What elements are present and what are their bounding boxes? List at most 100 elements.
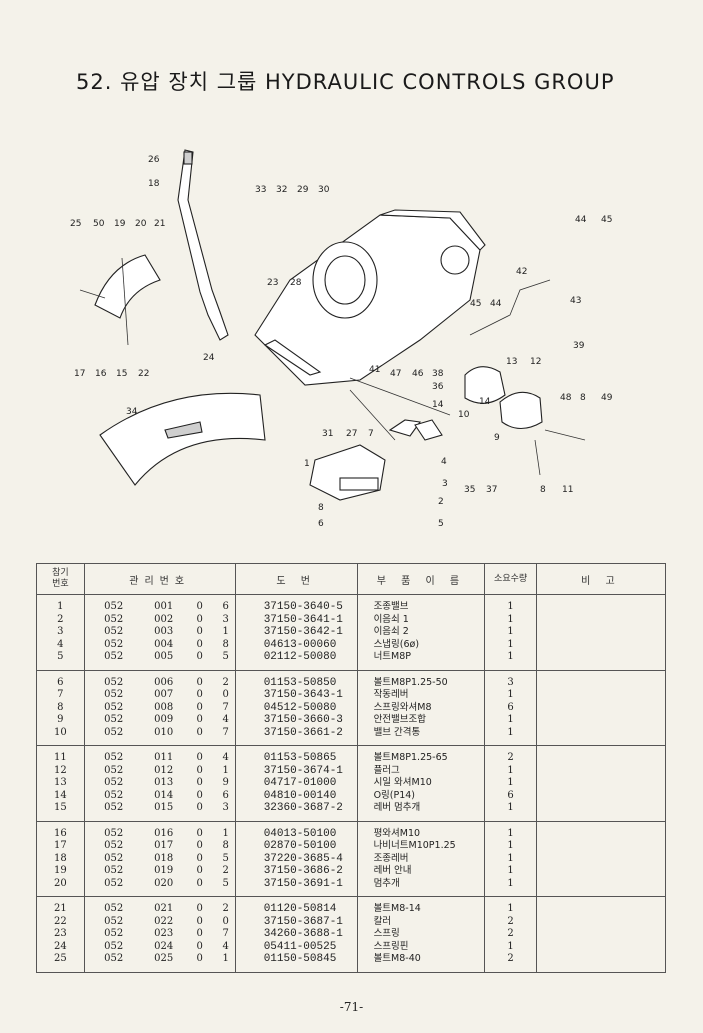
svg-text:42: 42	[516, 267, 527, 277]
management-number-part: 0	[196, 903, 203, 914]
part-name: 작동레버	[356, 689, 486, 702]
management-number-part: 052	[104, 638, 124, 650]
drawing-number: 04717-01000	[234, 777, 358, 790]
drawing-number: 04512-50080	[234, 701, 358, 714]
drawing-number: 32360-3687-2	[234, 802, 358, 822]
remarks	[535, 651, 667, 671]
svg-text:6: 6	[318, 519, 324, 529]
management-number-part: 0	[196, 764, 203, 776]
part-name: 볼트M8-40	[356, 953, 486, 973]
management-number-part: 2	[222, 903, 229, 914]
management-number-part: 0	[196, 840, 203, 851]
svg-text:20: 20	[135, 219, 147, 229]
drawing-number: 37150-3640-5	[234, 594, 358, 614]
management-number-part: 5	[222, 651, 229, 662]
quantity: 1	[484, 940, 537, 953]
ref-number: 18	[36, 852, 85, 865]
svg-text:46: 46	[412, 369, 424, 379]
svg-text:39: 39	[573, 341, 585, 351]
svg-text:35: 35	[464, 485, 475, 495]
svg-text:13: 13	[506, 357, 517, 367]
remarks	[535, 764, 667, 777]
remarks	[535, 777, 667, 790]
header-remarks: 비 고	[535, 563, 667, 595]
management-number-part: 052	[104, 626, 124, 637]
part-name: 플러그	[356, 764, 486, 777]
part-name: 이음쇠 2	[356, 626, 486, 639]
management-number-part: 052	[104, 676, 124, 688]
ref-number: 2	[36, 613, 85, 626]
svg-text:10: 10	[458, 410, 470, 420]
management-number-part: 0	[196, 827, 203, 839]
svg-text:45: 45	[470, 299, 481, 309]
quantity: 1	[484, 626, 537, 639]
part-name: 조종밸브	[356, 594, 486, 614]
management-number-part: 052	[104, 827, 124, 839]
drawing-number: 01150-50845	[234, 953, 358, 973]
management-number-part: 024	[154, 940, 174, 952]
svg-text:41: 41	[369, 365, 380, 375]
svg-text:32: 32	[276, 185, 287, 195]
svg-text:33: 33	[255, 185, 266, 195]
management-number-part: 052	[104, 764, 124, 776]
management-number-part: 020	[154, 877, 174, 889]
management-number-part: 1	[222, 827, 229, 839]
management-number-part: 4	[222, 752, 229, 763]
part-name: 시일 와셔M10	[356, 777, 486, 790]
header-management-no: 관리번호	[83, 563, 236, 595]
remarks	[535, 726, 667, 746]
management-number-part: 0	[196, 701, 203, 713]
management-number-part: 8	[222, 638, 229, 650]
svg-text:44: 44	[490, 299, 502, 309]
management-number-part: 0	[196, 689, 203, 700]
management-number-part: 052	[104, 865, 124, 876]
svg-text:48: 48	[560, 393, 572, 403]
remarks	[535, 840, 667, 853]
ref-number: 14	[36, 789, 85, 802]
management-number-part: 7	[222, 726, 229, 738]
svg-text:44: 44	[575, 215, 587, 225]
ref-number: 8	[36, 701, 85, 714]
management-number-part: 052	[104, 852, 124, 864]
management-number-part: 2	[222, 865, 229, 876]
management-number-part: 4	[222, 940, 229, 952]
part-name: 볼트M8-14	[356, 896, 486, 916]
drawing-number: 37150-3641-1	[234, 613, 358, 626]
svg-text:34: 34	[126, 407, 138, 417]
management-number-part: 052	[104, 777, 124, 788]
svg-text:7: 7	[368, 429, 374, 439]
management-number-part: 014	[154, 789, 174, 801]
svg-text:25: 25	[70, 219, 81, 229]
drawing-number: 37150-3691-1	[234, 877, 358, 897]
management-number-part: 5	[222, 852, 229, 864]
cover-panel	[99, 392, 266, 486]
ref-number: 11	[36, 745, 85, 765]
management-number-part: 052	[104, 752, 124, 763]
remarks	[535, 896, 667, 916]
drawing-number: 04810-00140	[234, 789, 358, 802]
part-name: 밸브 간격통	[356, 726, 486, 746]
quantity: 6	[484, 789, 537, 802]
ref-number: 23	[36, 928, 85, 941]
management-number-part: 052	[104, 802, 124, 813]
management-number-part: 052	[104, 726, 124, 738]
part-name: 레버 멈추개	[356, 802, 486, 822]
svg-text:19: 19	[114, 219, 126, 229]
safety-valve-assembly	[464, 366, 586, 476]
